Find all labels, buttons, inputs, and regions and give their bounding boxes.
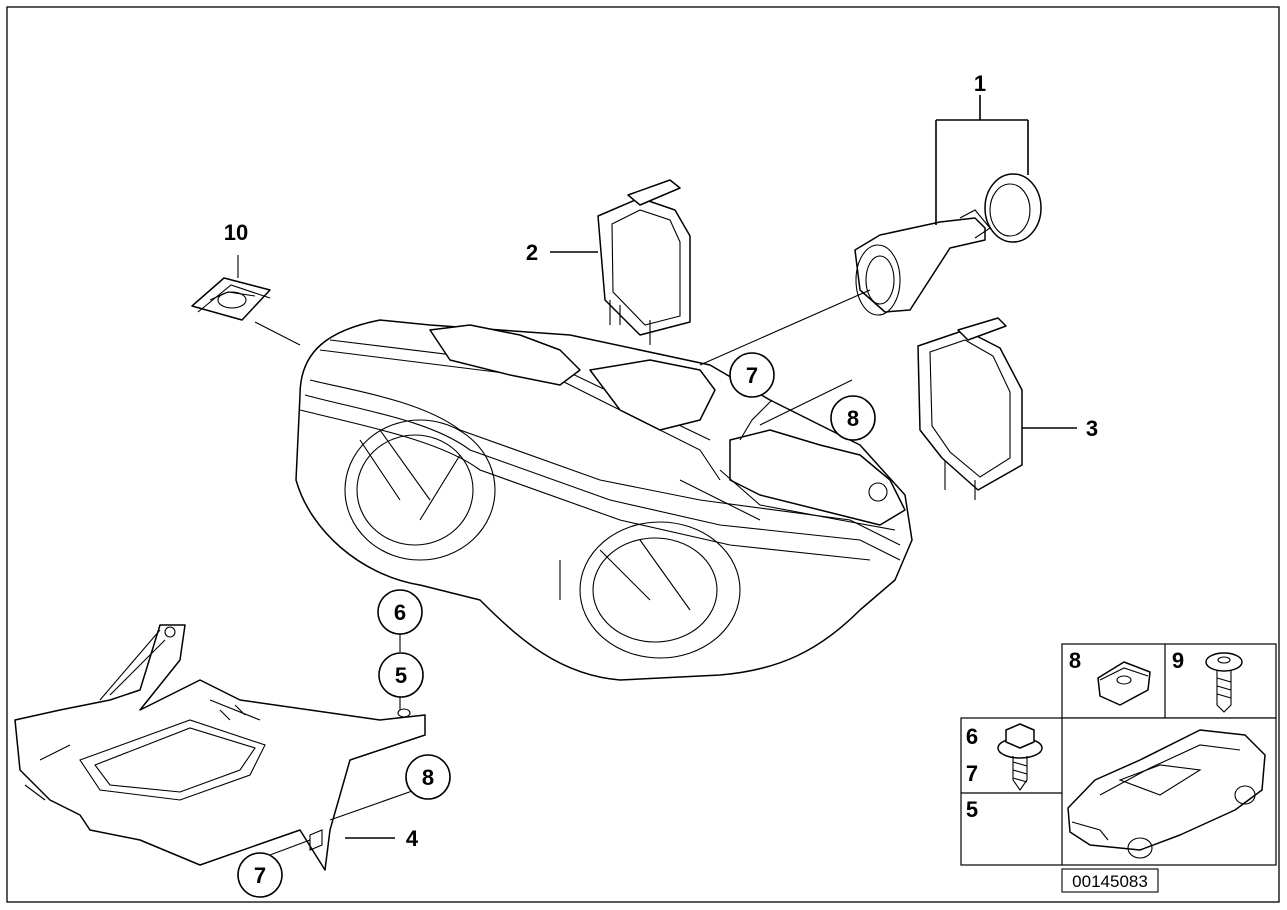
callout-circle-5 <box>378 652 424 698</box>
callout-circle-8-bottom <box>405 754 451 800</box>
cover-frame-part-3 <box>917 317 1077 500</box>
callouts: 1 2 3 4 10 7 8 6 5 8 7 <box>224 71 1098 898</box>
callout-7-top: 7 <box>746 363 758 388</box>
hardware-legend: 8 9 6 7 5 <box>960 643 1277 893</box>
car-location-icon <box>1067 729 1266 859</box>
legend-label-9: 9 <box>1172 648 1184 673</box>
support-bracket-part-4 <box>14 624 426 871</box>
diagram-code-box <box>1061 868 1159 893</box>
clip-nut-part-10 <box>191 255 301 346</box>
callout-circle-7-bottom <box>237 852 283 898</box>
screw-icon <box>1205 652 1243 713</box>
legend-label-6: 6 <box>966 724 978 749</box>
callout-circle-7-top <box>729 352 775 398</box>
bulb-socket-part-1 <box>699 95 1042 366</box>
callout-5: 5 <box>395 663 407 688</box>
cover-frame-part-2 <box>550 179 691 345</box>
callout-10: 10 <box>224 220 248 245</box>
legend-label-8: 8 <box>1069 648 1081 673</box>
diagram-border <box>6 6 1280 903</box>
callout-4: 4 <box>406 826 419 851</box>
clip-nut-icon <box>1097 661 1151 706</box>
callout-7-bottom: 7 <box>254 863 266 888</box>
callout-3: 3 <box>1086 416 1098 441</box>
callout-1: 1 <box>974 71 986 96</box>
hex-bolt-icon <box>997 723 1043 791</box>
callout-6: 6 <box>394 600 406 625</box>
callout-8-top: 8 <box>847 406 859 431</box>
callout-circle-8-top <box>830 395 876 441</box>
callout-2: 2 <box>526 240 538 265</box>
legend-label-7: 7 <box>966 761 978 786</box>
callout-8-bottom: 8 <box>422 765 434 790</box>
callout-circle-6 <box>377 589 423 635</box>
headlight-housing <box>295 319 913 681</box>
legend-label-5: 5 <box>966 797 978 822</box>
diagram-code: 00145083 <box>1072 872 1148 891</box>
